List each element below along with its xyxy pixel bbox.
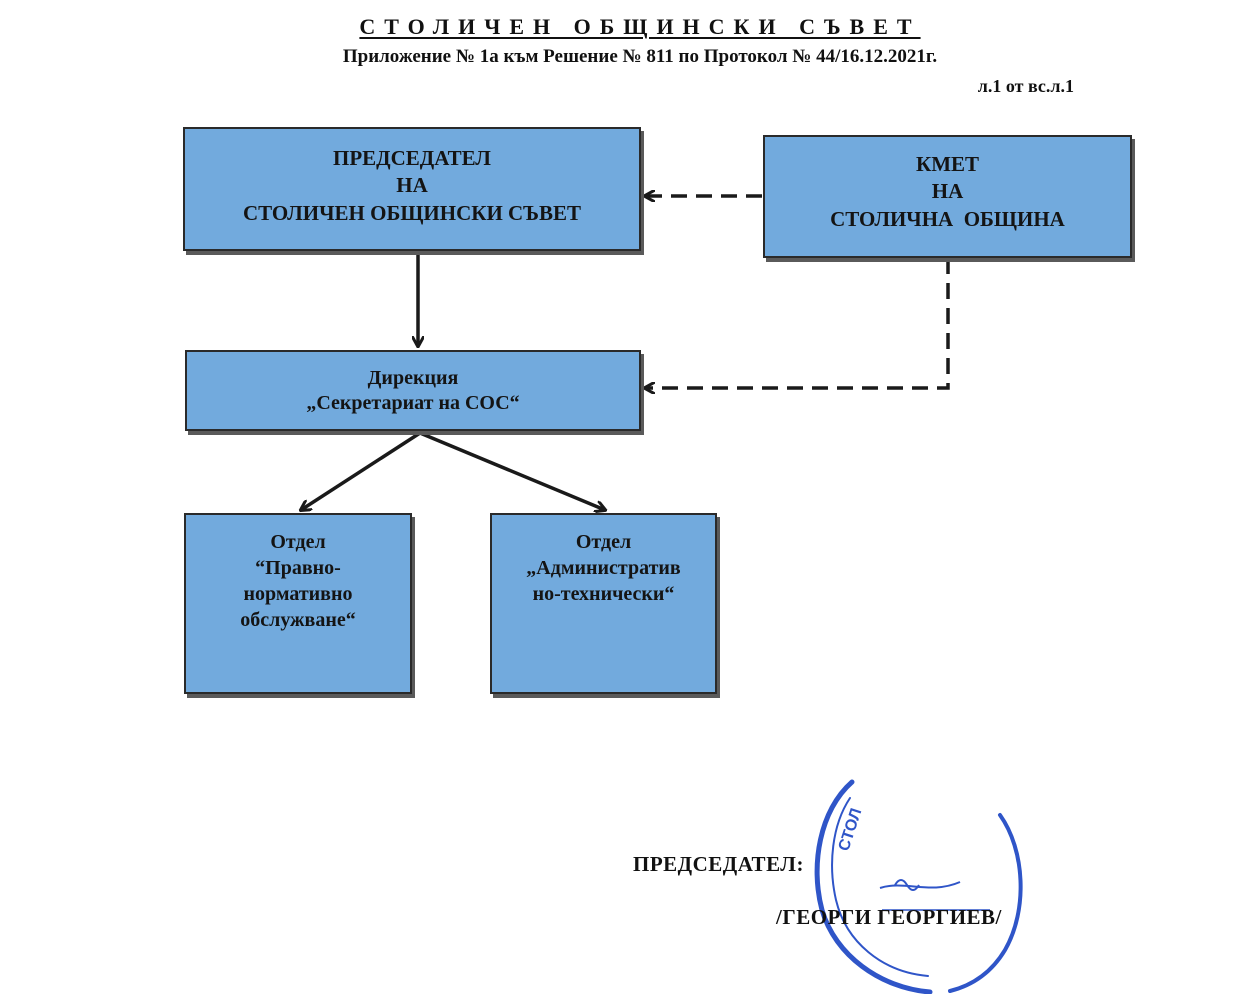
admin-line-1: Отдел xyxy=(575,531,632,553)
box-legal-department: Отдел “Правно- нормативно обслужване“ xyxy=(184,513,412,694)
page-reference: л.1 от вс.л.1 xyxy=(977,76,1074,96)
legal-line-4: обслужване“ xyxy=(240,609,356,631)
chairman-line-1: ПРЕДСЕДАТЕЛ xyxy=(333,146,491,170)
arrow-directorate-to-legal xyxy=(301,431,421,510)
mayor-line-1: КМЕТ xyxy=(915,152,980,176)
legal-line-1: Отдел xyxy=(270,531,326,553)
signature-label: ПРЕДСЕДАТЕЛ: xyxy=(633,852,804,876)
dashed-arrow-mayor-to-directorate xyxy=(645,258,950,388)
admin-line-2: „Административ xyxy=(526,557,681,579)
directorate-line-1: Дирекция xyxy=(367,367,459,389)
appendix-reference: Приложение № 1а към Решение № 811 по Про… xyxy=(342,46,938,67)
official-stamp: СТОЛ xyxy=(814,779,1023,994)
chairman-line-3: СТОЛИЧЕН ОБЩИНСКИ СЪВЕТ xyxy=(242,200,582,225)
box-directorate: Дирекция „Секретариат на СОС“ xyxy=(185,350,641,431)
council-title: СТОЛИЧЕН ОБЩИНСКИ СЪВЕТ xyxy=(359,14,921,39)
box-admin-department: Отдел „Административ но-технически“ xyxy=(490,513,717,694)
stamp-text: СТОЛ xyxy=(836,806,866,853)
legal-line-2: “Правно- xyxy=(255,557,341,579)
legal-line-3: нормативно xyxy=(243,583,353,605)
mayor-line-2: НА xyxy=(931,179,964,204)
box-chairman: ПРЕДСЕДАТЕЛ НА СТОЛИЧЕН ОБЩИНСКИ СЪВЕТ xyxy=(183,127,641,251)
signatory-name: /ГЕОРГИ ГЕОРГИЕВ/ xyxy=(776,905,1002,929)
admin-line-3: но-технически“ xyxy=(532,583,675,605)
chairman-line-2: НА xyxy=(396,173,428,198)
box-mayor: КМЕТ НА СТОЛИЧНА ОБЩИНА xyxy=(763,135,1132,258)
mayor-line-3: СТОЛИЧНА ОБЩИНА xyxy=(830,206,1065,231)
arrow-directorate-to-admin xyxy=(419,431,605,510)
directorate-line-2: „Секретариат на СОС“ xyxy=(306,392,520,414)
